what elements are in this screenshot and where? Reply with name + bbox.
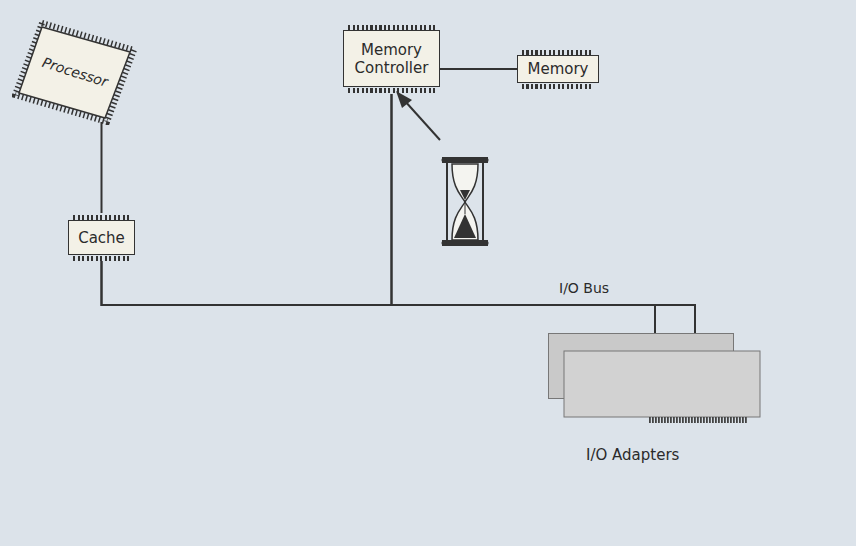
bus-line: [102, 94, 392, 305]
node-text: Memory Controller: [350, 41, 433, 77]
cache-chip: Cache: [68, 220, 135, 255]
processor-chip: Processor: [12, 20, 137, 125]
chip-body: [19, 27, 130, 118]
bus-line: [102, 261, 656, 333]
bus-line: [101, 122, 103, 213]
card-edge: [648, 417, 748, 423]
card-drawing: [548, 333, 763, 428]
hourglass-icon: [442, 157, 489, 246]
node-text: Memory: [527, 60, 588, 78]
node-text: Cache: [78, 229, 125, 247]
adapter-cards: I/O Adapters: [548, 333, 763, 468]
bus-line: [440, 68, 517, 70]
card-contacts: [649, 417, 747, 423]
memory-chip: Memory: [517, 55, 599, 83]
pointer-arrow: [396, 91, 440, 140]
bus-line: [392, 94, 696, 333]
node-text: I/O Adapters: [586, 446, 679, 464]
chip-pins: [15, 23, 134, 122]
controller-chip: Memory Controller: [343, 30, 440, 87]
front-card: [564, 351, 760, 417]
bus-label: I/O Bus: [557, 280, 611, 296]
